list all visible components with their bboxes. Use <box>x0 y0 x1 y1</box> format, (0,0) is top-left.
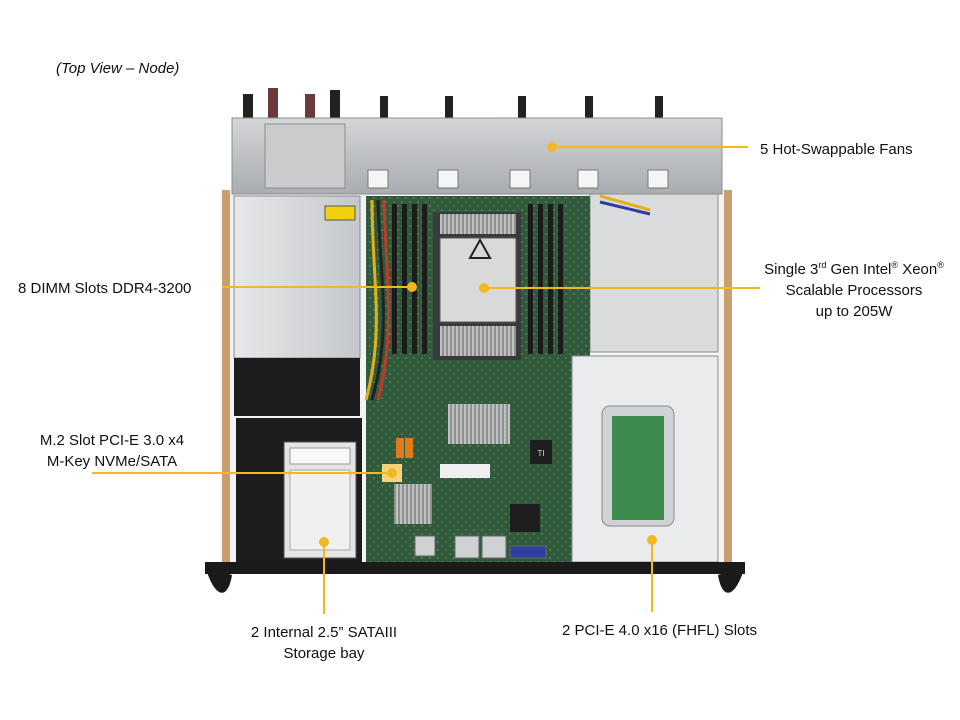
pcie-leader-dot <box>647 535 657 545</box>
cable-bundle <box>364 194 651 401</box>
power-supply-bay <box>233 195 361 359</box>
controller-chip <box>510 504 540 532</box>
m2-callout-line1: M.2 Slot PCI-E 3.0 x4 <box>39 432 185 449</box>
warning-triangle-icon <box>468 237 492 259</box>
fan-tabs <box>367 169 669 189</box>
callout-leaders <box>92 142 760 614</box>
cpu-callout-line3: up to 205W <box>815 303 893 320</box>
warning-label <box>324 205 356 221</box>
empty-tray <box>589 193 719 353</box>
fans-leader-dot <box>547 142 557 152</box>
m2-callout-line2: M-Key NVMe/SATA <box>46 453 178 470</box>
riser-card <box>612 416 664 520</box>
sata-port <box>405 438 413 458</box>
storage-callout-line1: 2 Internal 2.5” SATAIII <box>250 624 398 641</box>
m2-callout: M.2 Slot PCI-E 3.0 x4 M-Key NVMe/SATA <box>12 430 212 472</box>
dimm-slots <box>392 204 563 354</box>
view-caption: (Top View – Node) <box>56 60 180 77</box>
psu-cover <box>264 123 346 189</box>
cpu-leader-dot <box>479 283 489 293</box>
storage-callout-line2: Storage bay <box>283 645 365 662</box>
chip-ti-label: TI <box>537 449 544 458</box>
cpu-heatsink-plate <box>439 237 517 323</box>
right-ear <box>718 566 745 593</box>
m2-slot <box>440 464 490 478</box>
cpu-callout-line1: Single 3rd Gen Intel® Xeon® <box>764 260 944 279</box>
fans-callout: 5 Hot-Swappable Fans <box>760 141 913 158</box>
cpu-callout: Single 3rd Gen Intel® Xeon® Scalable Pro… <box>750 259 958 322</box>
psu-shadow <box>234 358 360 416</box>
rear-io <box>414 535 547 559</box>
dimm-callout: 8 DIMM Slots DDR4-3200 <box>18 280 192 297</box>
storage-leader-dot <box>319 537 329 547</box>
cpu-fins <box>440 214 516 356</box>
chipset-heatsink <box>448 404 510 444</box>
chip-ti <box>530 440 552 464</box>
cpu-callout-line2: Scalable Processors <box>785 282 923 299</box>
m2-leader-dot <box>387 468 397 478</box>
left-ear <box>205 566 232 593</box>
ssd-label <box>289 447 351 465</box>
front-rail <box>205 562 745 574</box>
dimm-leader-dot <box>407 282 417 292</box>
sata-port <box>396 438 404 458</box>
fan-handles <box>243 88 663 120</box>
pcie-callout: 2 PCI-E 4.0 x16 (FHFL) Slots <box>562 622 758 639</box>
ssd-sticker <box>289 469 351 551</box>
bmc-heatsink <box>394 484 432 524</box>
storage-callout: 2 Internal 2.5” SATAIII Storage bay <box>224 622 424 664</box>
